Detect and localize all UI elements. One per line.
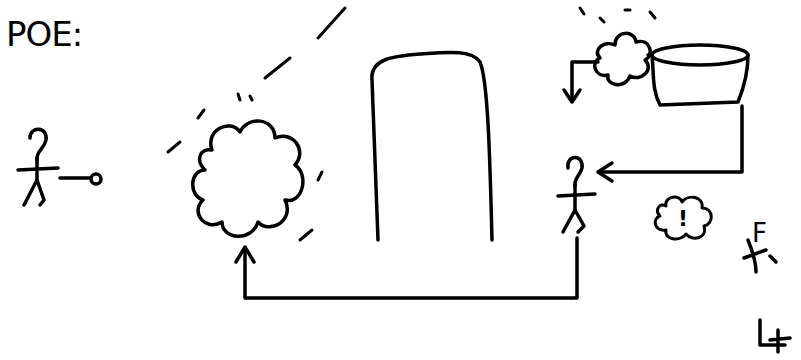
- note-cloud: !: [652, 194, 714, 242]
- sketch-letter: F: [752, 218, 767, 248]
- arrow-head: [236, 247, 254, 262]
- pointer-line: [60, 176, 90, 180]
- sparkle-dashes: [580, 8, 655, 22]
- sketch-title: POE:: [6, 14, 82, 54]
- connector-line: [648, 53, 652, 57]
- thought-cloud: [193, 121, 303, 236]
- arrow-head: [564, 90, 580, 102]
- stick-figure: [558, 158, 595, 233]
- pointer-line: [600, 106, 742, 172]
- pointer-head: [91, 174, 101, 184]
- arrow-head: [598, 163, 612, 181]
- hat-shape: [652, 45, 748, 105]
- wall-shape: [372, 52, 492, 240]
- sparkle-dashes: [168, 8, 345, 240]
- small-cloud: [595, 33, 651, 84]
- scribble: [760, 320, 790, 352]
- return-line: [245, 238, 577, 298]
- cloud-text: !: [678, 206, 688, 231]
- stick-figure: [18, 129, 58, 205]
